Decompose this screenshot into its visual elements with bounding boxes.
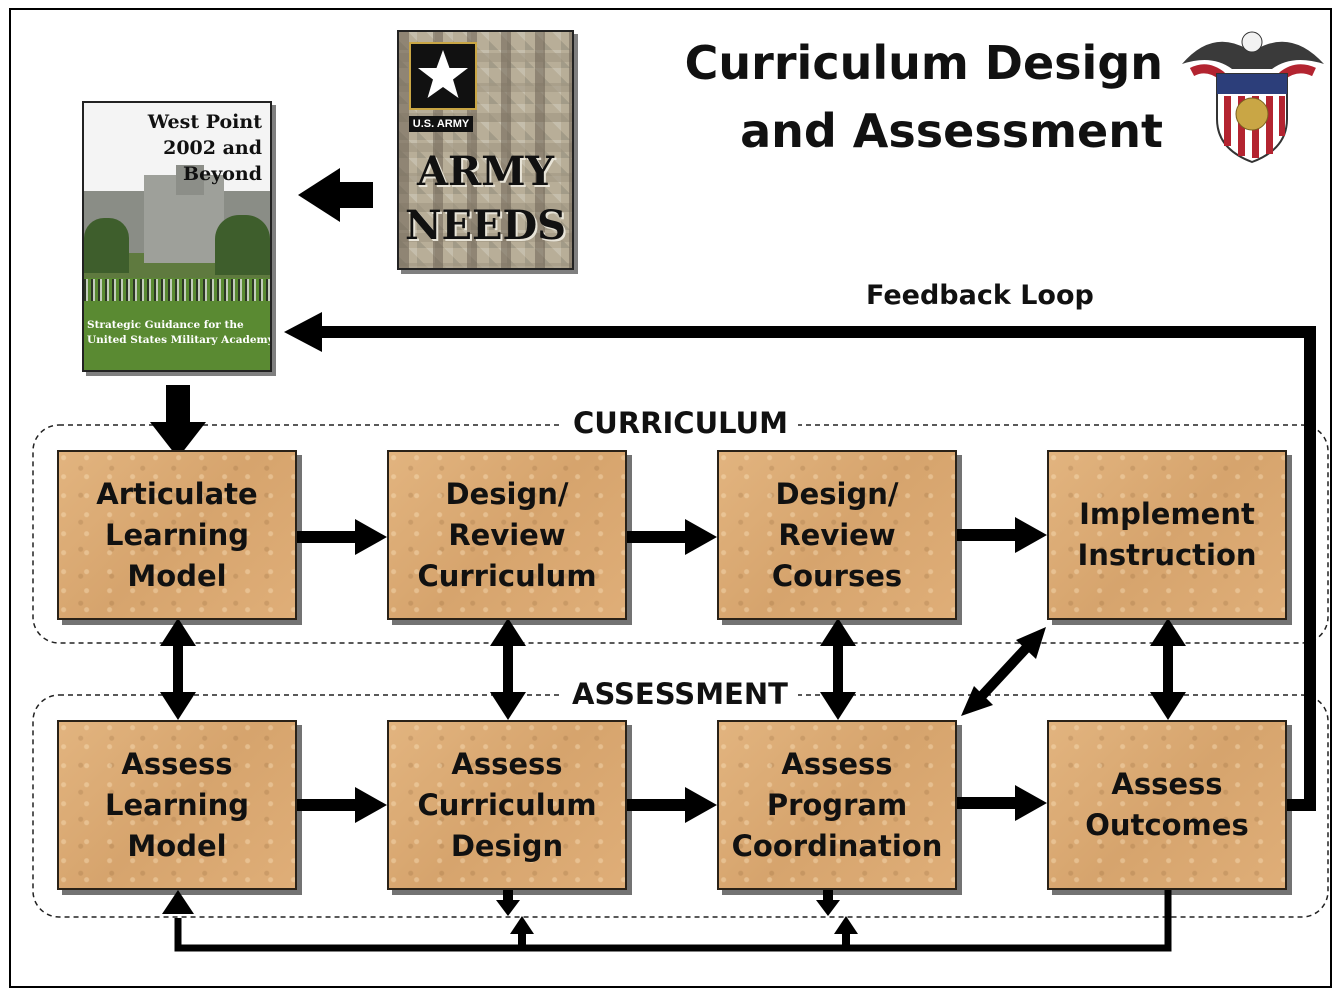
box-label: Design/ Review Courses — [771, 476, 903, 593]
arrowhead-army-to-book — [298, 168, 340, 222]
feedback-loop-arrowhead — [284, 312, 322, 352]
page-title-line-2: and Assessment — [740, 104, 1163, 158]
box-assess-outcomes: Assess Outcomes — [1047, 720, 1287, 890]
double-arrow-col-1 — [160, 618, 196, 720]
box-label: Design/ Review Curriculum — [417, 476, 597, 593]
book-title: West Point 2002 and Beyond — [84, 109, 262, 187]
box-articulate-learning-model: Articulate Learning Model — [57, 450, 297, 620]
double-arrow-col-4 — [1150, 618, 1186, 720]
box-label: Articulate Learning Model — [96, 476, 258, 593]
box-label: Assess Outcomes — [1085, 767, 1249, 842]
book-subtitle-line-2: United States Military Academy — [87, 334, 272, 346]
box-assess-curriculum-design: Assess Curriculum Design — [387, 720, 627, 890]
arrowhead-book-to-model — [150, 422, 206, 458]
box-label: Assess Program Coordination — [731, 746, 943, 863]
down-arrowhead-program-coordination — [816, 900, 840, 916]
academy-tower — [176, 165, 204, 195]
book-subtitle-line-1: Strategic Guidance for the — [87, 319, 244, 331]
trees-right — [215, 215, 270, 275]
army-needs-word-1: ARMY — [416, 148, 555, 195]
diagram-frame — [9, 8, 1332, 988]
arrowhead-curr-1-2 — [355, 519, 387, 555]
bottom-loop-arrowhead-3 — [834, 916, 858, 934]
double-arrow-col-2 — [490, 618, 526, 720]
army-needs-cover: U.S. ARMY ARMY NEEDS — [397, 30, 574, 270]
box-label: Implement Instruction — [1077, 497, 1257, 572]
box-assess-program-coordination: Assess Program Coordination — [717, 720, 957, 890]
west-point-book-cover: West Point 2002 and Beyond Strategic Gui… — [82, 101, 272, 372]
arrowhead-curr-3-4 — [1015, 517, 1047, 553]
box-label: Assess Learning Model — [104, 746, 249, 863]
arrowhead-curr-2-3 — [685, 519, 717, 555]
assessment-section-label: ASSESSMENT — [562, 680, 798, 709]
bottom-loop-line — [174, 889, 1172, 952]
book-title-line-2: 2002 and Beyond — [163, 137, 262, 185]
arrowhead-assess-3-4 — [1015, 785, 1047, 821]
curriculum-section-label: CURRICULUM — [563, 409, 798, 438]
bottom-loop-arrowhead-model — [162, 890, 194, 914]
double-arrow-diagonal — [961, 627, 1046, 716]
book-subtitle: Strategic Guidance for the United States… — [87, 318, 272, 348]
box-design-review-curriculum: Design/ Review Curriculum — [387, 450, 627, 620]
page-title-line-1: Curriculum Design — [684, 36, 1163, 90]
parade-formation — [84, 279, 270, 301]
double-arrow-col-3 — [820, 618, 856, 720]
arrowhead-assess-2-3 — [685, 787, 717, 823]
down-arrowhead-curriculum-design — [496, 900, 520, 916]
west-point-crest-icon — [1182, 31, 1324, 164]
army-needs-word-2: NEEDS — [404, 202, 567, 249]
trees-left — [84, 218, 129, 273]
arrowhead-assess-1-2 — [355, 787, 387, 823]
box-implement-instruction: Implement Instruction — [1047, 450, 1287, 620]
feedback-loop-label: Feedback Loop — [866, 280, 1094, 311]
book-title-line-1: West Point — [147, 111, 262, 133]
box-assess-learning-model: Assess Learning Model — [57, 720, 297, 890]
bottom-loop-arrowhead-2 — [510, 916, 534, 934]
feedback-loop-line — [320, 326, 1316, 811]
box-design-review-courses: Design/ Review Courses — [717, 450, 957, 620]
box-label: Assess Curriculum Design — [417, 746, 597, 863]
army-badge-label: U.S. ARMY — [409, 116, 473, 132]
army-star-icon — [409, 42, 477, 110]
